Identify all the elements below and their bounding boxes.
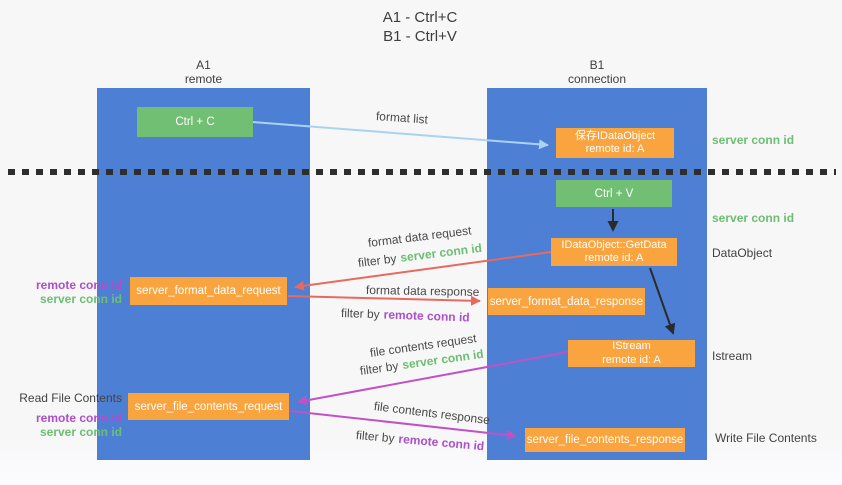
annotation-left-file-ids: Read File Contents remote conn id server… <box>0 391 122 439</box>
filter-prefix: filter by <box>340 306 380 322</box>
column-header-b1: B1 connection <box>487 58 707 86</box>
node-server-file-contents-request-label: server_file_contents_request <box>134 400 283 413</box>
annotation-left-format-ids: remote conn id server conn id <box>0 278 122 306</box>
node-ctrl-v-label: Ctrl + V <box>594 187 634 200</box>
node-idataobject-getdata-line1: IDataObject::GetData <box>561 238 667 251</box>
node-save-idataobject: 保存IDataObject remote id: A <box>556 128 674 158</box>
label-format-data-response: format data response <box>365 283 480 299</box>
diagram-title: A1 - Ctrl+C B1 - Ctrl+V <box>300 8 540 46</box>
node-server-format-data-response: server_format_data_response <box>488 288 645 315</box>
node-server-file-contents-response: server_file_contents_response <box>525 428 685 452</box>
node-save-idataobject-line2: remote id: A <box>585 143 645 155</box>
column-b1-name: B1 <box>589 58 605 72</box>
node-idataobject-getdata: IDataObject::GetData remote id: A <box>551 238 677 266</box>
filter-prefix: filter by <box>355 428 396 446</box>
column-header-a1: A1 remote <box>97 58 310 86</box>
filter-key-remote-conn-id: remote conn id <box>383 307 470 325</box>
node-istream-line2: remote id: A <box>602 353 661 366</box>
node-save-idataobject-line1: 保存IDataObject <box>574 129 656 142</box>
annotation-istream: Istream <box>712 349 753 363</box>
annotation-read-file-contents: Read File Contents <box>19 391 122 405</box>
title-line-1: A1 - Ctrl+C <box>382 9 458 26</box>
column-a1-subtitle: remote <box>184 72 223 86</box>
node-ctrl-c: Ctrl + C <box>137 107 253 137</box>
filter-key-remote-conn-id: remote conn id <box>397 431 485 454</box>
node-istream: IStream remote id: A <box>568 340 695 367</box>
annotation-write-file-contents: Write File Contents <box>715 431 817 445</box>
column-b1-subtitle: connection <box>567 72 627 86</box>
annotation-remote-conn-id: remote conn id <box>35 278 122 292</box>
title-line-2: B1 - Ctrl+V <box>383 28 457 45</box>
filter-prefix: filter by <box>357 251 398 270</box>
annotation-remote-conn-id: remote conn id <box>35 411 122 425</box>
annotation-server-conn-id: server conn id <box>39 292 122 306</box>
annotation-dataobject: DataObject <box>712 246 773 260</box>
node-server-format-data-request: server_format_data_request <box>130 277 287 305</box>
node-idataobject-getdata-line2: remote id: A <box>584 252 644 264</box>
column-a1-name: A1 <box>196 58 211 72</box>
node-server-file-contents-request: server_file_contents_request <box>128 393 289 420</box>
node-server-format-data-response-label: server_format_data_response <box>489 295 644 308</box>
node-ctrl-v: Ctrl + V <box>556 180 672 207</box>
node-server-file-contents-response-label: server_file_contents_response <box>526 434 684 446</box>
filter-prefix: filter by <box>359 358 400 378</box>
annotation-server-conn-id-top: server conn id <box>712 133 795 147</box>
annotation-server-conn-id-mid: server conn id <box>712 211 795 225</box>
label-file-contents-response: file contents response <box>373 399 491 428</box>
node-ctrl-c-label: Ctrl + C <box>175 116 215 128</box>
node-server-format-data-request-label: server_format_data_request <box>136 285 281 297</box>
label-format-list: format list <box>375 109 429 127</box>
annotation-server-conn-id: server conn id <box>39 425 122 439</box>
node-istream-line1: IStream <box>612 340 651 352</box>
